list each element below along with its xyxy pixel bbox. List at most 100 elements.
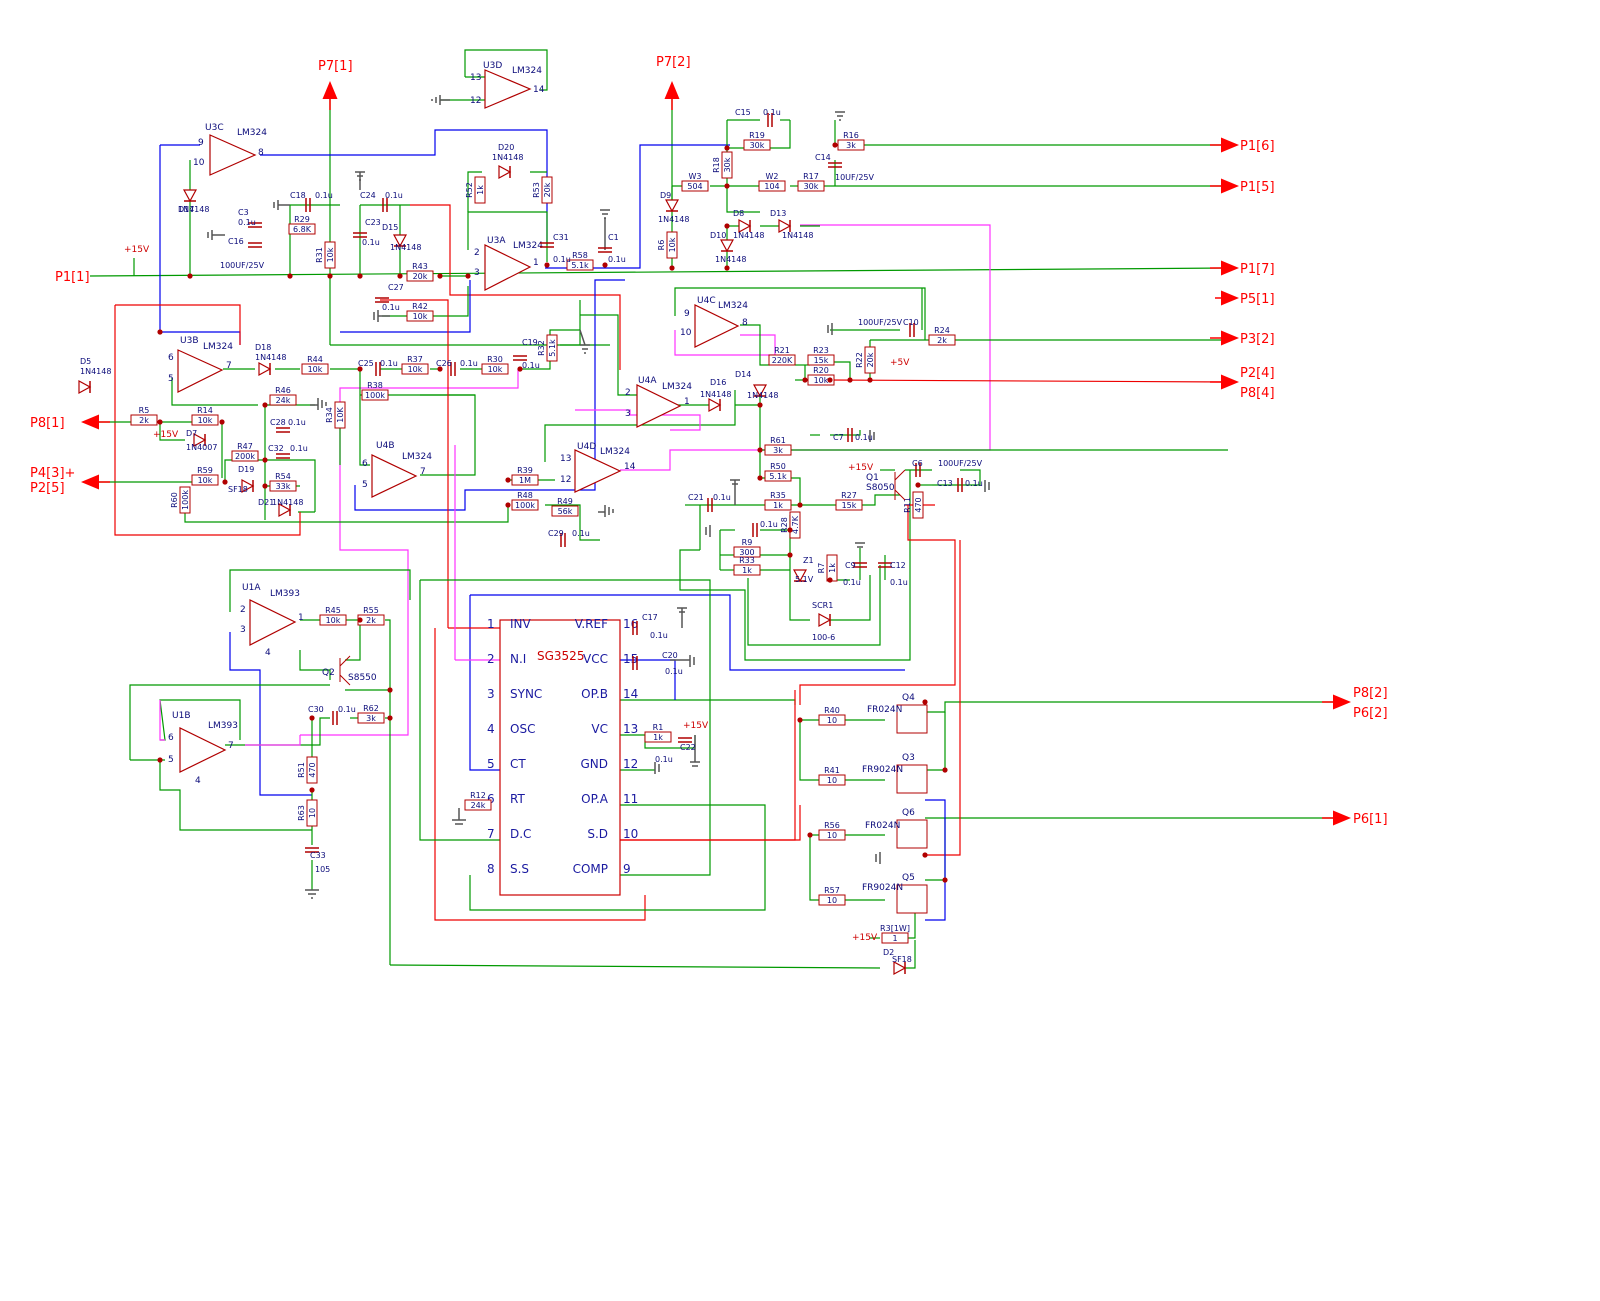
svg-text:Q2: Q2	[322, 668, 335, 678]
svg-text:Q1: Q1	[866, 473, 879, 483]
svg-text:8: 8	[742, 318, 748, 328]
capacitor-value: 0.1u	[238, 218, 256, 227]
resistor-ref: R38	[367, 381, 383, 390]
svg-text:LM324: LM324	[402, 452, 432, 462]
resistor-value: 200k	[235, 452, 255, 461]
capacitor-value: 100UF/25V	[858, 318, 903, 327]
sg3525-pin-name: N.I	[510, 652, 526, 666]
port-p2-4: P2[4]	[1240, 366, 1275, 381]
capacitor-ref: C3	[238, 208, 249, 217]
opamp-u3a: U3A LM324 2 3 1	[474, 236, 543, 291]
capacitor-ref: C14	[815, 153, 831, 162]
sg3525-pin-name: INV	[510, 617, 532, 631]
svg-text:+15V: +15V	[153, 430, 179, 440]
resistor-ref: R30	[487, 355, 503, 364]
sg3525-pin-num: 10	[623, 827, 638, 841]
capacitor-value: 0.1u	[338, 705, 356, 714]
resistor-value: 1k	[476, 185, 485, 195]
svg-text:5: 5	[168, 755, 174, 765]
resistor-value: 1M	[519, 476, 531, 485]
capacitor-value: 0.1u	[290, 444, 308, 453]
transistors: Q1 S8050 Q2 S8550 Q4 FR024N Q3 FR9024N Q…	[322, 469, 928, 914]
diode-ref: D18	[255, 343, 271, 352]
svg-text:3: 3	[240, 625, 246, 635]
resistor-value: 10k	[308, 365, 323, 374]
svg-text:U3C: U3C	[205, 123, 224, 133]
svg-text:Q4: Q4	[902, 693, 915, 703]
comparator-u1b: U1B LM393 6 5 7 4	[168, 711, 238, 786]
diode-ref: D7	[186, 429, 197, 438]
resistor-value: 100k	[181, 490, 190, 510]
mosfet-q4: Q4 FR024N	[867, 693, 928, 734]
diode-ref: D13	[770, 209, 786, 218]
svg-text:U4A: U4A	[638, 376, 657, 386]
resistor-ref: R14	[197, 406, 213, 415]
svg-text:5: 5	[168, 374, 174, 384]
resistor-ref: R50	[770, 462, 786, 471]
svg-text:Q3: Q3	[902, 753, 915, 763]
resistor-value: 20k	[543, 182, 552, 197]
resistor-value: 33k	[276, 482, 291, 491]
resistor-value: 10k	[668, 237, 677, 252]
opamp-u3b: U3B LM324 6 5 7	[168, 336, 233, 393]
port-p4-3: P4[3]+	[30, 466, 75, 481]
resistor-ref: R54	[275, 472, 291, 481]
resistor-value: 30k	[723, 157, 732, 172]
diode-z1: Z15.1V	[792, 556, 814, 584]
resistor-value: 10	[827, 896, 837, 905]
capacitor-ref: C16	[228, 237, 244, 246]
svg-text:FR024N: FR024N	[865, 821, 900, 831]
capacitor-value: 0.1u	[713, 493, 731, 502]
capacitor-ref: C6	[912, 459, 923, 468]
diode-value: 1N4148	[733, 231, 764, 240]
capacitor-ref: C29	[548, 529, 564, 538]
port-p1-7: P1[7]	[1240, 262, 1275, 277]
capacitor-ref: C7	[833, 433, 844, 442]
capacitor-value: 0.1u	[650, 631, 668, 640]
resistor-ref: R27	[841, 491, 857, 500]
port-p8-4: P8[4]	[1240, 386, 1275, 401]
capacitor-value: 105	[315, 865, 330, 874]
port-p2-5: P2[5]	[30, 481, 65, 496]
resistor-ref: R29	[294, 215, 310, 224]
sg3525-pin-name: OP.B	[581, 687, 608, 701]
diode-value: 1N4148	[700, 390, 731, 399]
resistor-ref: R32	[537, 340, 546, 356]
diode-value: 1N4148	[715, 255, 746, 264]
port-p3-2: P3[2]	[1240, 332, 1275, 347]
resistor-ref: R49	[557, 497, 573, 506]
sg3525-pin-num: 16	[623, 617, 638, 631]
resistor-value: 100k	[515, 501, 535, 510]
diode-ref: D2	[883, 948, 894, 957]
resistor-value: 104	[764, 182, 779, 191]
